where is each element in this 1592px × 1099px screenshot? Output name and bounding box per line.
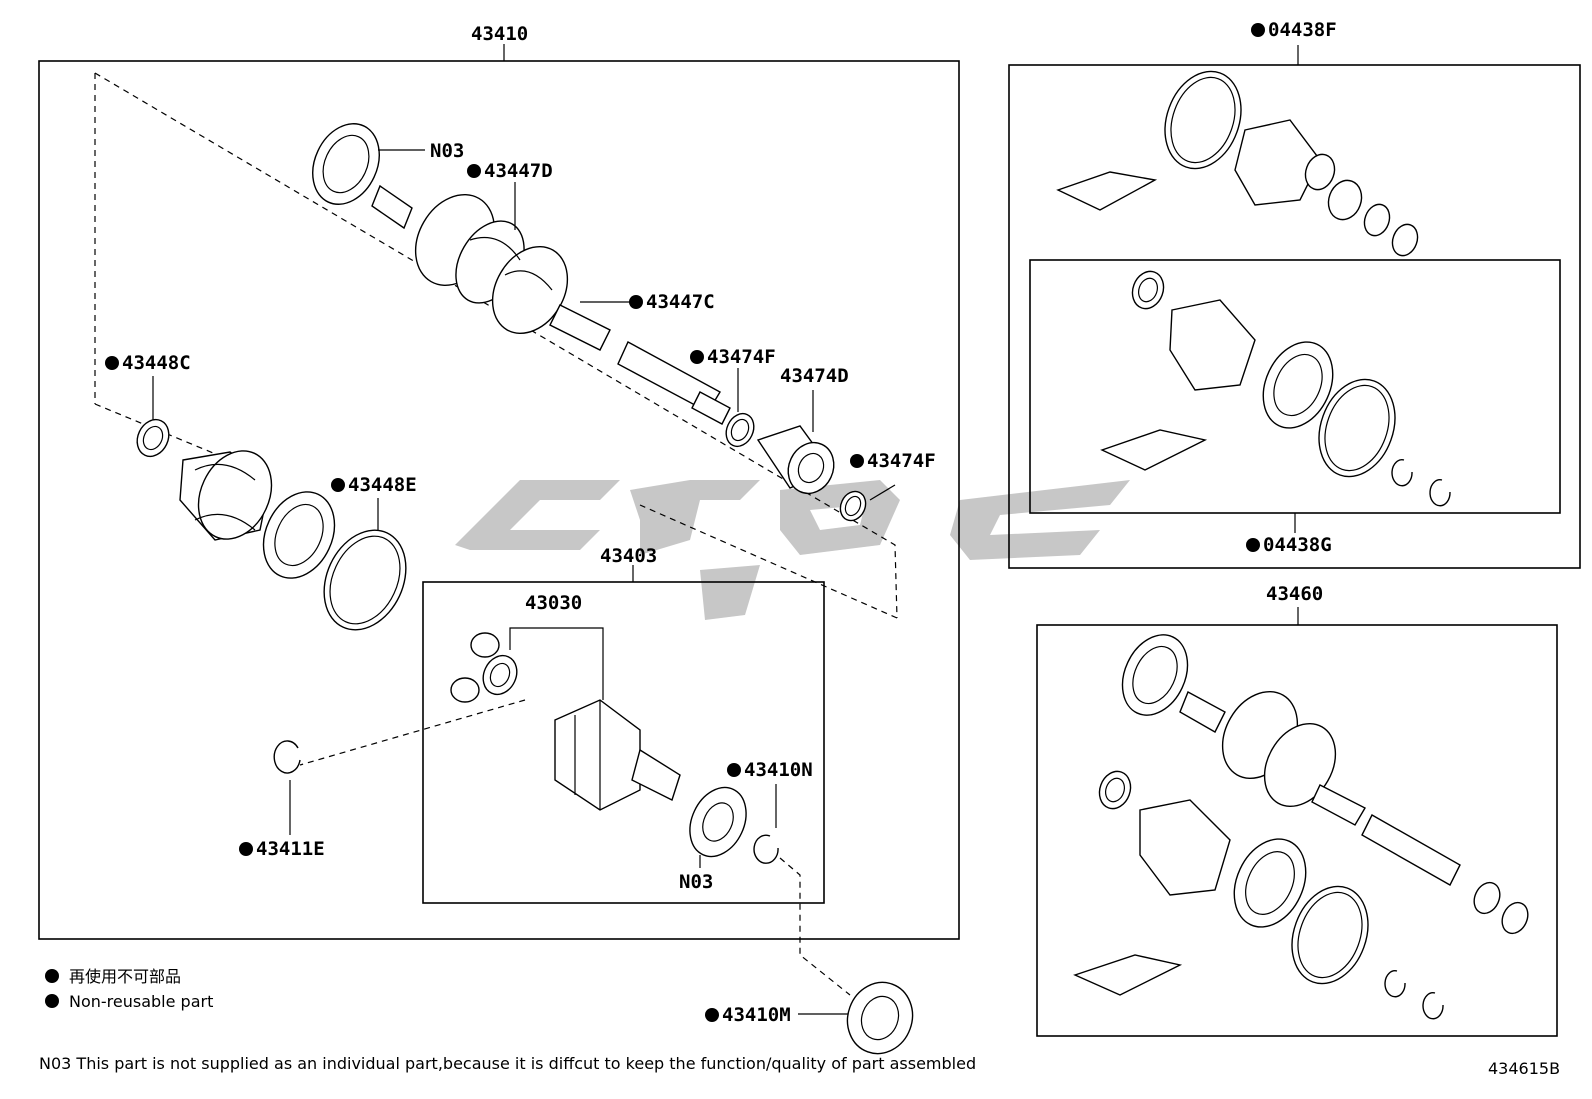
snap-ring-43474F-a bbox=[725, 412, 755, 448]
callout-n03-bottom: N03 bbox=[679, 871, 713, 893]
boot-clamp-43448C bbox=[136, 418, 170, 458]
callout-43030: 43030 bbox=[525, 592, 582, 614]
figure-id: 434615B bbox=[1488, 1059, 1560, 1078]
callout-43411E: 43411E bbox=[256, 838, 325, 860]
legend-bullet-jp bbox=[45, 969, 59, 983]
snap-ring-43411E bbox=[273, 740, 301, 774]
callout-43447D: 43447D bbox=[484, 160, 553, 182]
assembly-43460-parts bbox=[1073, 634, 1529, 1020]
dynamic-damper-43474D bbox=[756, 425, 835, 495]
kit-04438F-parts bbox=[1056, 70, 1419, 257]
seal-n03-top bbox=[312, 123, 380, 205]
snap-ring-43410N bbox=[753, 834, 779, 864]
legend-bullet-en bbox=[45, 994, 59, 1008]
callout-04438G: 04438G bbox=[1263, 534, 1332, 556]
bearing-43410M bbox=[846, 981, 914, 1055]
tripod-joint bbox=[450, 632, 518, 703]
callout-n03-top: N03 bbox=[430, 140, 464, 162]
assembly-43403-frame bbox=[422, 581, 825, 904]
watermark-logo bbox=[455, 480, 1130, 620]
callout-43410: 43410 bbox=[471, 23, 528, 45]
legend-jp: 再使用不可部品 bbox=[69, 967, 181, 986]
boot-band-43448E bbox=[323, 529, 407, 631]
callout-43447C: 43447C bbox=[646, 291, 715, 313]
assembly-43410-frame bbox=[38, 60, 960, 940]
callout-43448C: 43448C bbox=[122, 352, 191, 374]
assembly-43460-frame bbox=[1036, 624, 1558, 1037]
callout-04438F: 04438F bbox=[1268, 19, 1337, 41]
callout-43460: 43460 bbox=[1266, 583, 1323, 605]
kit-04438G-parts bbox=[1100, 270, 1451, 507]
footnote-n03: N03 This part is not supplied as an indi… bbox=[39, 1054, 976, 1073]
dashed-outline-diagonal bbox=[94, 72, 898, 619]
drive-shaft bbox=[617, 341, 731, 425]
callout-43474F-a: 43474F bbox=[707, 346, 776, 368]
inner-joint-housing bbox=[554, 699, 681, 811]
callout-43410M: 43410M bbox=[722, 1004, 791, 1026]
inner-boot bbox=[179, 450, 273, 541]
legend-en: Non-reusable part bbox=[69, 992, 213, 1011]
outer-cv-joint-boot bbox=[371, 184, 611, 351]
inner-boot-band bbox=[262, 491, 336, 579]
callout-43403: 43403 bbox=[600, 545, 657, 567]
seal-n03-bottom bbox=[689, 786, 747, 858]
callout-43474F-b: 43474F bbox=[867, 450, 936, 472]
callout-43410N: 43410N bbox=[744, 759, 813, 781]
callout-43448E: 43448E bbox=[348, 474, 417, 496]
callout-43474D: 43474D bbox=[780, 365, 849, 387]
snap-ring-43474F-b bbox=[839, 490, 867, 522]
kit-04438F-frame bbox=[1008, 64, 1581, 569]
